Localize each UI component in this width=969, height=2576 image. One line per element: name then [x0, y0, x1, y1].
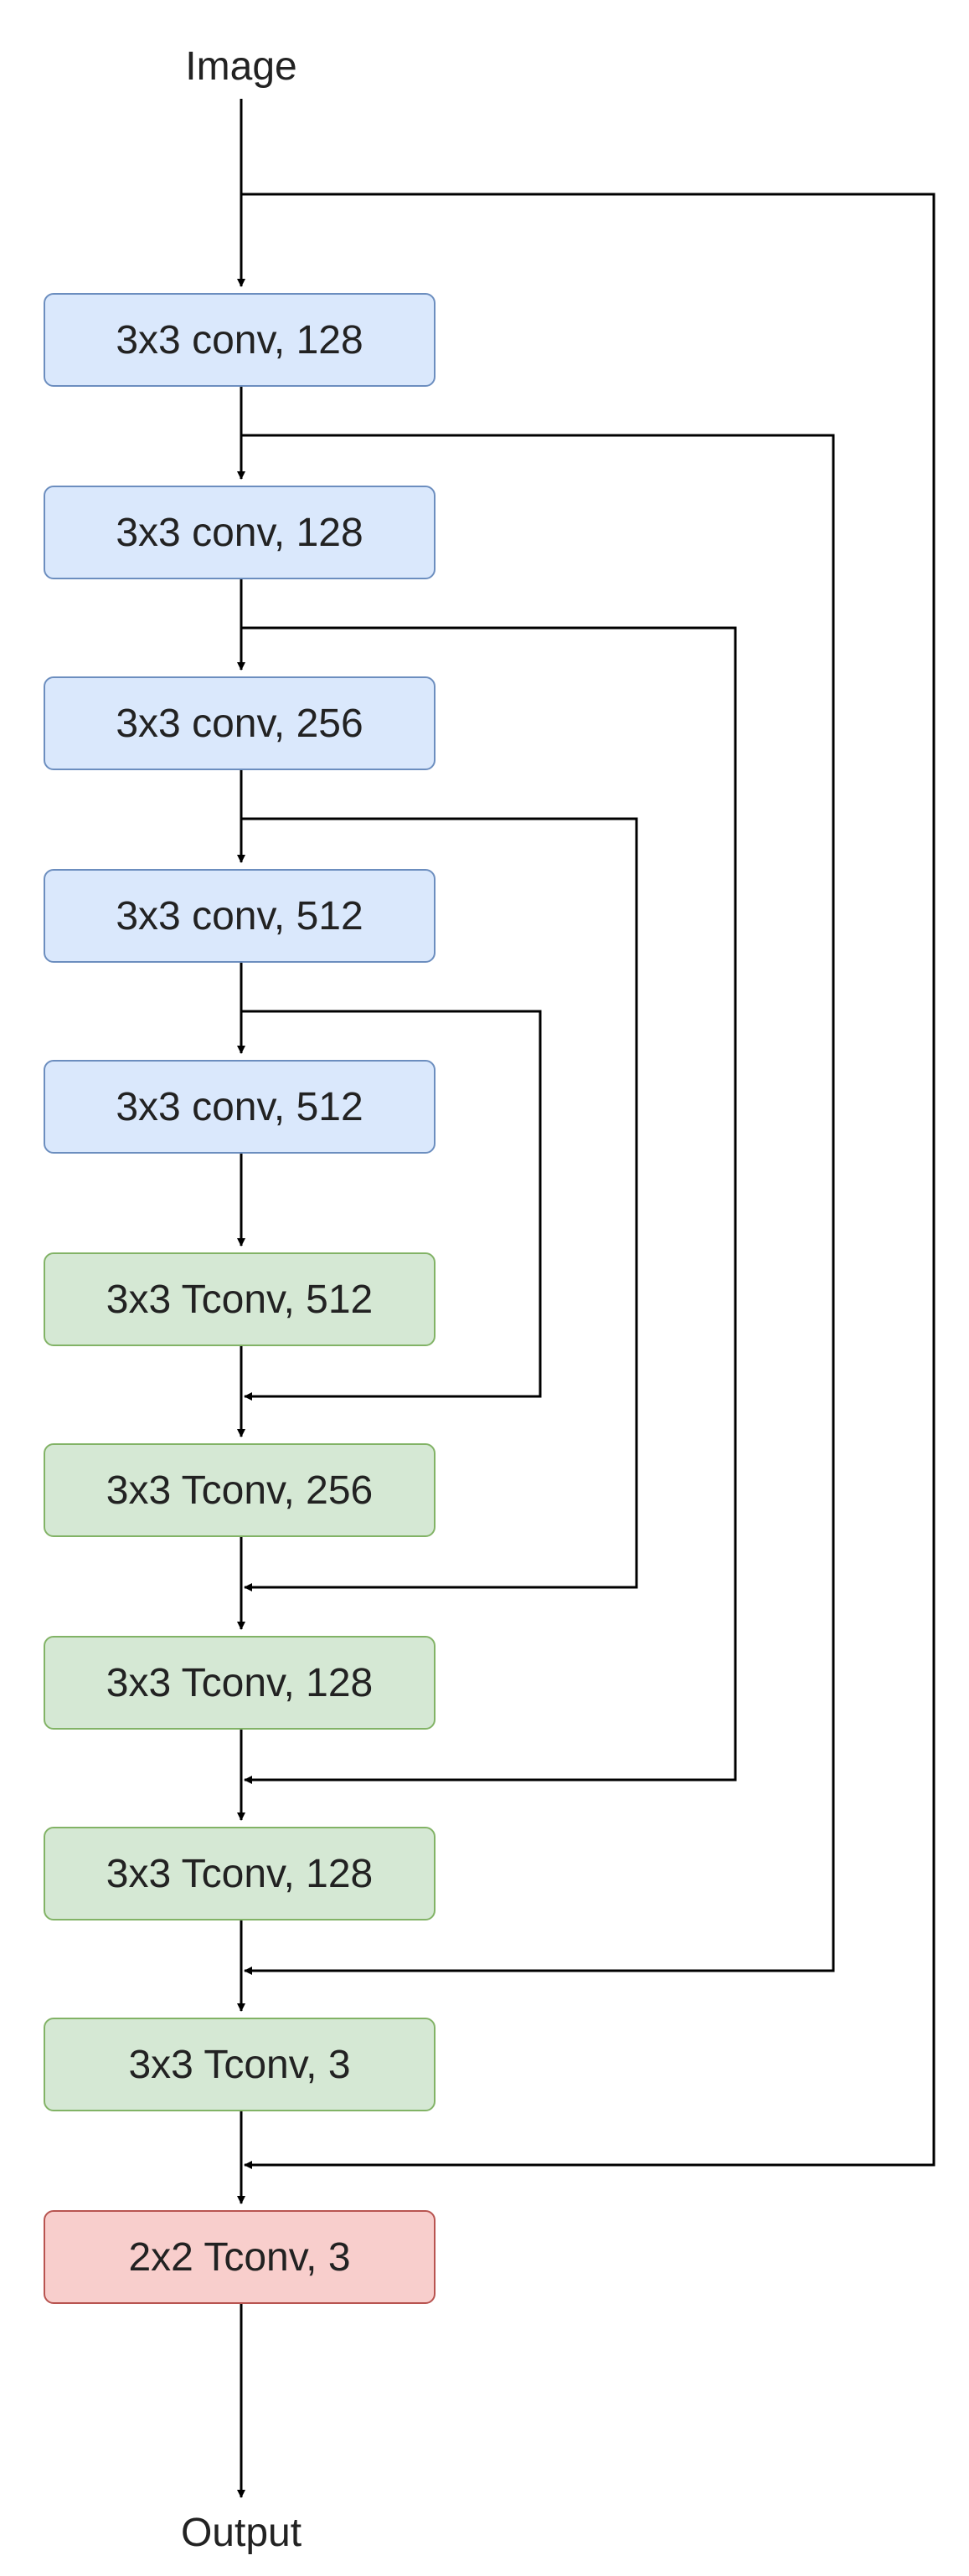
skip-enc4-dec2: [241, 1010, 542, 1401]
node-dec4: 3x3 Tconv, 128: [44, 1827, 436, 1920]
node-enc3: 3x3 conv, 256: [44, 676, 436, 770]
skip-enc2-dec4: [241, 626, 737, 1784]
output-label: Output: [180, 2511, 302, 2555]
node-dec3: 3x3 Tconv, 128: [44, 1636, 436, 1730]
skip-enc1-dec5: [241, 434, 835, 1975]
skip-enc3-dec3: [241, 817, 638, 1591]
node-enc4: 3x3 conv, 512: [44, 869, 436, 963]
node-enc5: 3x3 conv, 512: [44, 1060, 436, 1154]
node-dec5: 3x3 Tconv, 3: [44, 2018, 436, 2111]
node-enc1: 3x3 conv, 128: [44, 293, 436, 387]
node-final: 2x2 Tconv, 3: [44, 2210, 436, 2304]
node-dec2: 3x3 Tconv, 256: [44, 1443, 436, 1537]
node-dec1: 3x3 Tconv, 512: [44, 1252, 436, 1346]
input-label: Image: [185, 44, 297, 89]
skip-input-final: [241, 193, 935, 2169]
node-enc2: 3x3 conv, 128: [44, 486, 436, 579]
